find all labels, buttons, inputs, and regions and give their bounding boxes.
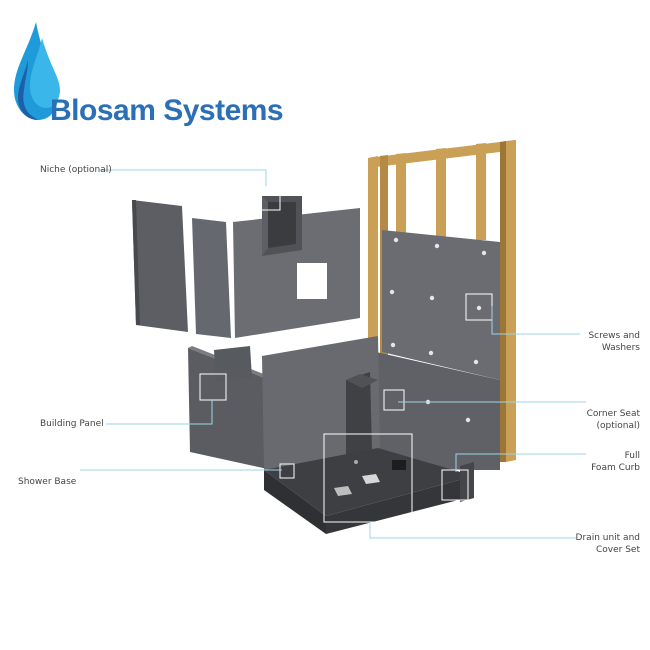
label-foam-curb-line2: Foam Curb xyxy=(591,463,640,473)
label-foam-curb: Full Foam Curb xyxy=(591,450,640,474)
drain-cover xyxy=(334,486,352,496)
label-drain-line1: Drain unit and xyxy=(575,533,640,543)
label-shower-base: Shower Base xyxy=(18,477,77,487)
label-drain-line2: Cover Set xyxy=(596,545,640,555)
highlight-boxes xyxy=(199,183,493,523)
label-screws-line2: Washers xyxy=(601,343,640,353)
label-corner-seat-line2: (optional) xyxy=(596,421,641,431)
label-drain-cover: Drain unit and Cover Set xyxy=(576,532,640,556)
label-niche: Niche (optional) xyxy=(40,165,112,175)
foam-curb xyxy=(460,462,474,502)
water-drop-icon xyxy=(14,22,60,120)
label-screws-line1: Screws and xyxy=(588,331,640,341)
exploded-wall-panels xyxy=(132,196,360,338)
label-corner-seat: Corner Seat (optional) xyxy=(587,408,640,432)
back-wall-panel xyxy=(376,230,500,470)
label-corner-seat-line1: Corner Seat xyxy=(586,409,640,419)
shower-enclosure xyxy=(188,336,474,534)
screw-washer-markers xyxy=(389,237,487,423)
drain-unit xyxy=(392,460,406,470)
brand-logo: Blosam Systems xyxy=(8,20,284,130)
brand-name: Blosam Systems xyxy=(50,94,284,127)
label-screws-washers: Screws and Washers xyxy=(588,330,640,354)
niche-cutout xyxy=(297,263,327,299)
label-building-panel: Building Panel xyxy=(40,419,104,429)
label-foam-curb-line1: Full xyxy=(624,451,640,461)
leader-lines xyxy=(80,169,586,539)
